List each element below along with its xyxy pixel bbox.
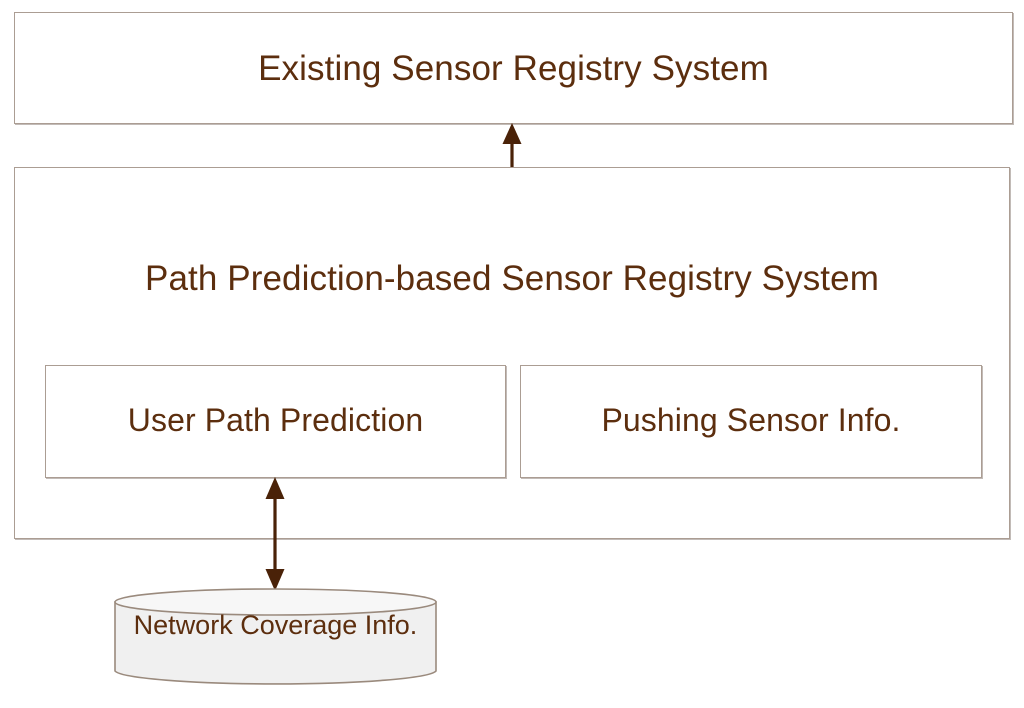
user-path-prediction-box[interactable]: [45, 365, 506, 478]
existing-sensor-registry-system-box[interactable]: [14, 12, 1013, 124]
path-prediction-sensor-registry-system-label: Path Prediction-based Sensor Registry Sy…: [145, 259, 879, 298]
existing-sensor-registry-system-label: Existing Sensor Registry System: [258, 49, 769, 88]
coverage-bidirectional-arrow-icon: [265, 477, 285, 591]
pushing-sensor-info-box[interactable]: [520, 365, 982, 478]
database-cylinder-icon: [114, 588, 437, 685]
registry-uplink-arrow-icon: [502, 123, 522, 172]
path-prediction-sensor-registry-system-box[interactable]: [14, 167, 1010, 539]
network-coverage-info-cylinder[interactable]: [114, 588, 437, 685]
network-coverage-info-label: Network Coverage Info.: [133, 610, 418, 640]
user-path-prediction-label: User Path Prediction: [127, 402, 424, 438]
pushing-sensor-info-label: Pushing Sensor Info.: [601, 402, 901, 438]
